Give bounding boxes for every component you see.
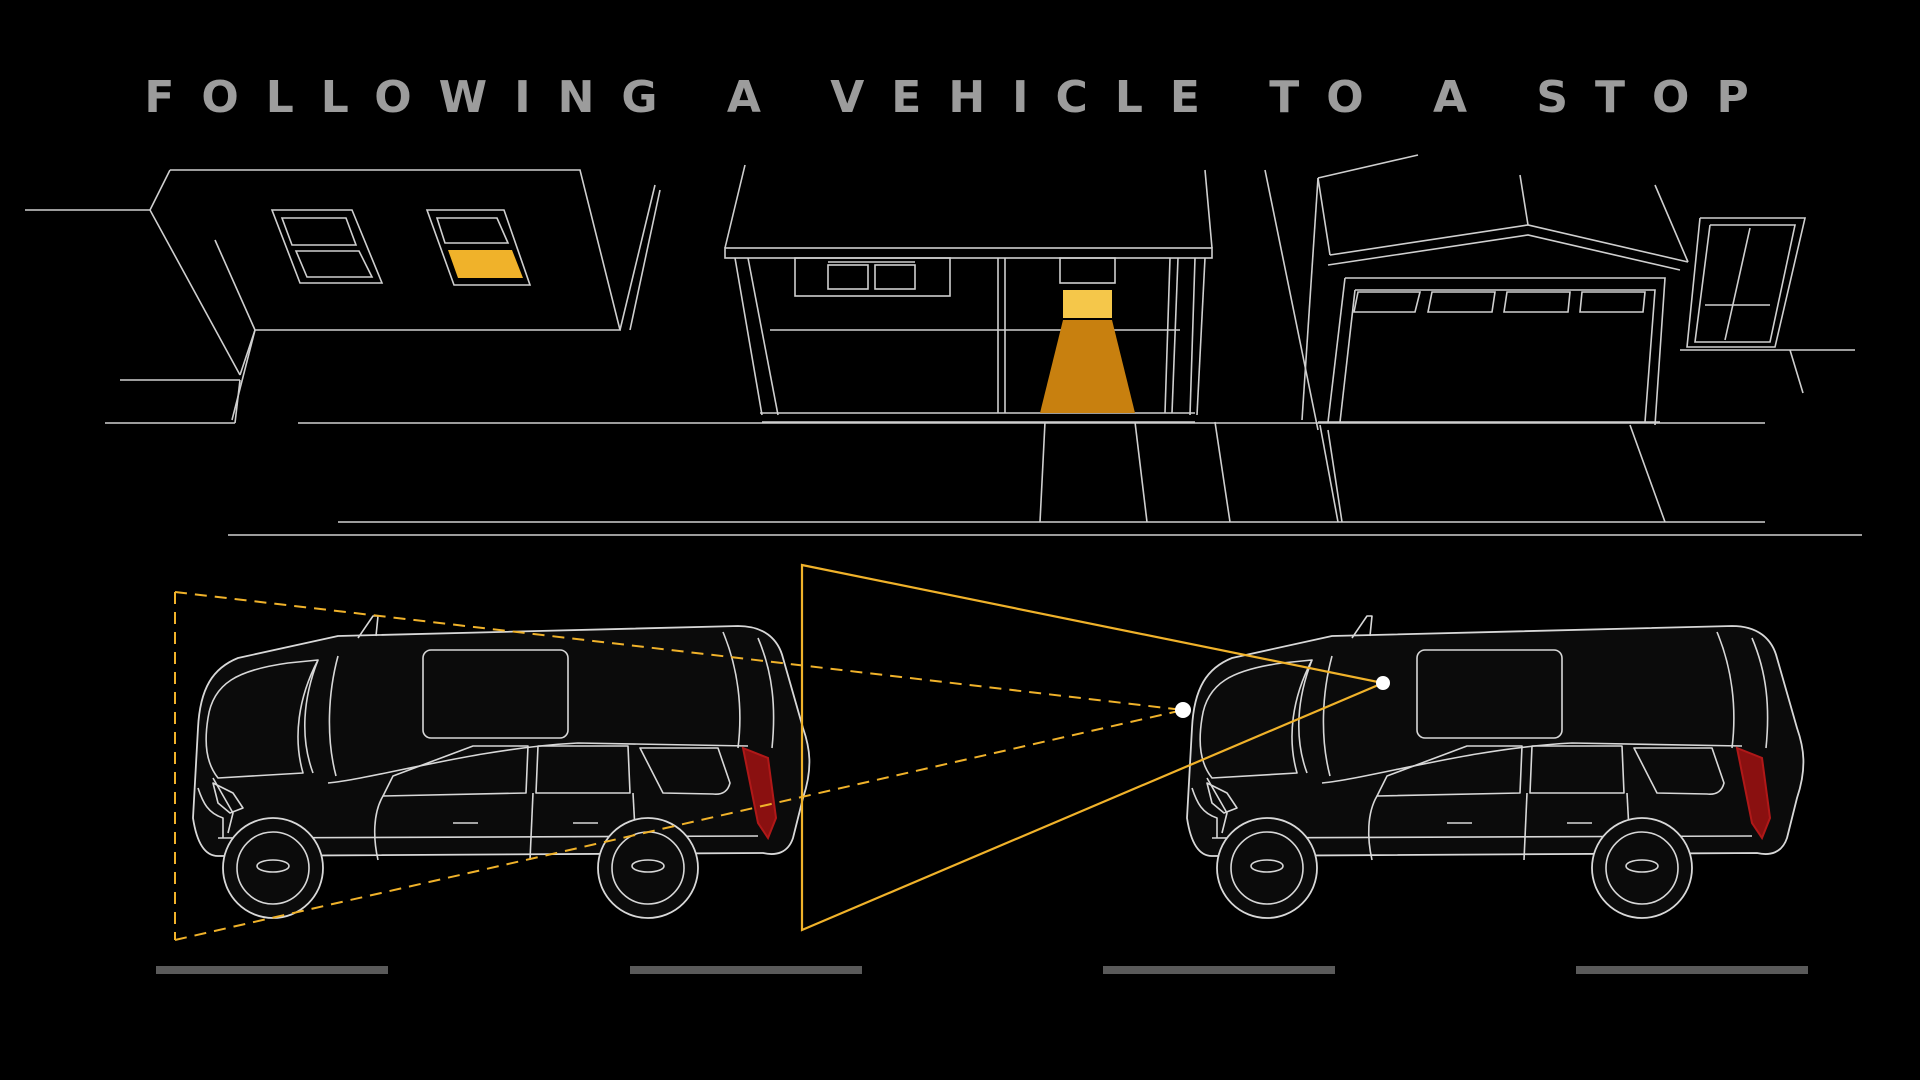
- suv-following: [192, 615, 811, 919]
- lane-dash: [630, 966, 862, 974]
- house-window-lit: [425, 209, 532, 286]
- house-right-garage: [1264, 154, 1855, 523]
- focus-cone-solid: [800, 563, 1387, 932]
- lane-markings: [156, 966, 1808, 974]
- field-of-view-dashed: [174, 591, 1184, 941]
- house-left: [25, 169, 661, 424]
- sidewalk: [228, 421, 1862, 536]
- lane-dash: [156, 966, 388, 974]
- lane-dash: [1576, 966, 1808, 974]
- focus-point-front: [1376, 676, 1390, 690]
- lane-dash: [1103, 966, 1335, 974]
- house-window: [270, 209, 384, 284]
- focus-point-rear: [1175, 702, 1191, 718]
- diagram-title: FOLLOWING A VEHICLE TO A STOP: [144, 72, 1776, 123]
- house-center-porch: [724, 164, 1213, 523]
